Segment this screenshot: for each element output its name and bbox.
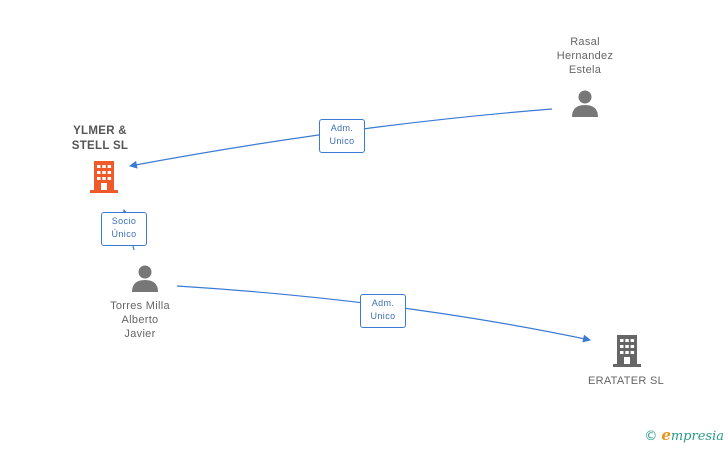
- node-label-eratater: ERATATER SL: [571, 374, 681, 388]
- brand-name: mpresia: [670, 429, 724, 444]
- copyright-symbol: ©: [644, 429, 658, 444]
- node-label-line: STELL SL: [71, 140, 129, 152]
- relation-label-line: Socio: [111, 216, 137, 226]
- relation-label-line: Adm.: [371, 298, 395, 308]
- node-label-line: Javier: [124, 328, 156, 340]
- node-label-line: ERATATER SL: [587, 375, 665, 387]
- relation-label-line: Unico: [329, 136, 355, 146]
- relation-label-line: Unico: [370, 311, 396, 321]
- node-label-rasal: Rasal Hernandez Estela: [530, 35, 640, 77]
- node-label-line: Alberto: [121, 314, 159, 326]
- node-label-line: Hernandez: [556, 50, 614, 62]
- brand-initial: e: [661, 426, 671, 444]
- person-icon[interactable]: [570, 88, 600, 118]
- node-label-torres: Torres Milla Alberto Javier: [85, 299, 195, 341]
- brand-logo: ©empresia: [644, 426, 724, 444]
- building-icon[interactable]: [88, 160, 120, 194]
- node-label-line: Rasal: [570, 36, 600, 48]
- node-label-line: YLMER &: [73, 125, 127, 137]
- node-label-line: Torres Milla: [110, 300, 170, 312]
- relation-label-line: Adm.: [330, 123, 354, 133]
- node-label-ylmer: YLMER & STELL SL: [45, 124, 155, 154]
- relation-badge-torres-eratater[interactable]: Adm. Unico: [360, 294, 406, 328]
- relation-label-line: Único: [111, 229, 137, 239]
- relation-badge-rasal-ylmer[interactable]: Adm. Unico: [319, 119, 365, 153]
- person-icon[interactable]: [130, 263, 160, 293]
- node-label-line: Estela: [568, 64, 602, 76]
- relation-badge-torres-ylmer[interactable]: Socio Único: [101, 212, 147, 246]
- building-icon[interactable]: [611, 334, 643, 368]
